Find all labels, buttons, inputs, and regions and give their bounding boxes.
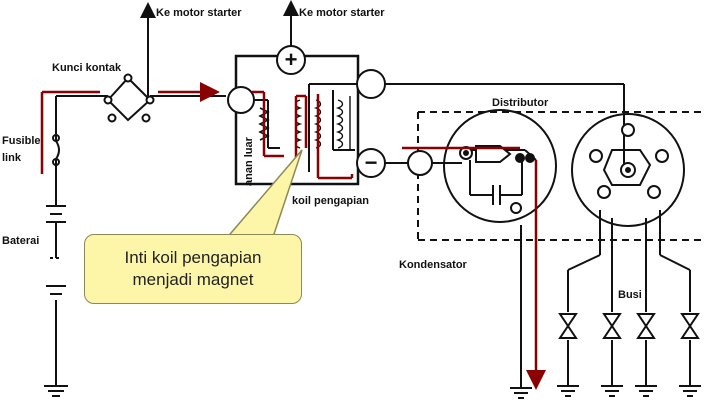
battery-icon xyxy=(46,205,66,295)
label-motor-starter-right: Ke motor starter xyxy=(299,7,385,19)
label-link: link xyxy=(2,152,22,164)
label-busi: Busi xyxy=(618,289,642,301)
resistor-icon xyxy=(258,107,270,141)
label-distributor: Distributor xyxy=(492,97,549,109)
label-motor-starter-left: Ke motor starter xyxy=(156,7,242,19)
callout-box: Inti koil pengapian menjadi magnet xyxy=(84,234,302,304)
callout-line-2: menjadi magnet xyxy=(132,270,254,289)
label-fusible: Fusible xyxy=(2,135,41,147)
label-baterai: Baterai xyxy=(2,235,39,247)
ground-icons xyxy=(44,385,701,399)
ignition-switch-icon xyxy=(103,73,155,123)
minus-terminal-symbol: − xyxy=(365,150,378,175)
coil-terminals xyxy=(227,45,433,178)
label-tahanan-luar: anan luar xyxy=(243,136,255,186)
callout-line-1: Inti koil pengapian xyxy=(124,248,262,267)
current-flow-path xyxy=(40,82,546,390)
plus-terminal-symbol: + xyxy=(285,47,298,72)
coil-windings-icon xyxy=(294,96,351,150)
label-kondensator: Kondensator xyxy=(399,259,468,271)
label-kunci-kontak: Kunci kontak xyxy=(52,62,122,74)
spark-plug-icons xyxy=(558,313,700,339)
wiring xyxy=(55,0,705,388)
fusible-link-icon xyxy=(52,134,60,166)
label-koil-pengapian: koil pengapian xyxy=(292,195,369,207)
rotor-contacts-icon xyxy=(589,123,669,199)
